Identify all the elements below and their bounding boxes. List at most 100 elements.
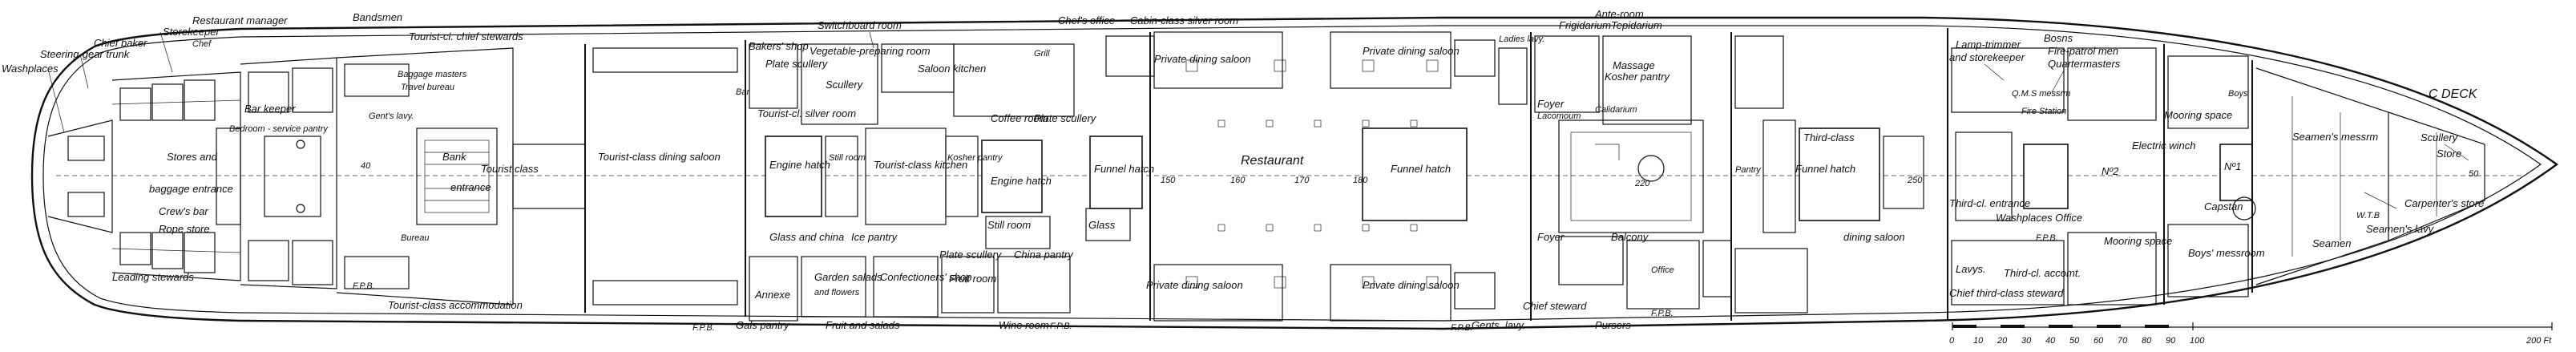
label-private-dining-saloon-2: Private dining saloon (1363, 45, 1460, 57)
label-gals-pantry: Gals pantry (736, 319, 790, 331)
label-baggage-masters: Baggage masters (398, 70, 467, 79)
label-cabin-class-silver-room: Cabin-class silver room (1130, 14, 1238, 26)
stern-section (47, 57, 337, 289)
label-restaurant: Restaurant (1241, 154, 1304, 168)
label-massage: Massage (1613, 59, 1655, 71)
label-rope-store: Rope store (159, 223, 210, 235)
label-foyer-1: Foyer (1537, 98, 1565, 110)
label-plate-scullery-2: Plate scullery (1034, 112, 1097, 124)
frame-number: 250 (1907, 176, 1923, 185)
label-stores-and: Stores and (167, 151, 218, 163)
label-pursers: Pursers (1595, 319, 1631, 331)
frame-number: 220 (1634, 179, 1650, 188)
label-and-storekeeper: and storekeeper (1949, 51, 2025, 63)
frame-number: 170 (1294, 176, 1310, 185)
scale-tick-label: 70 (2118, 336, 2128, 346)
label-no1: Nº1 (2224, 160, 2241, 172)
label-electric-winch: Electric winch (2132, 140, 2195, 152)
label-third-class: Third-class (1803, 131, 1855, 144)
label-gents-lavy: Gent's lavy. (369, 111, 414, 121)
label-china-pantry: China pantry (1014, 249, 1074, 261)
label-fruit-and-salads: Fruit and salads (826, 319, 900, 331)
label-quartermasters: Quartermasters (2048, 58, 2121, 70)
label-saloon-kitchen: Saloon kitchen (918, 63, 986, 75)
scale-tick-label: 60 (2094, 336, 2104, 346)
label-seamens-messrm: Seamen's messrm (2292, 131, 2378, 143)
label-lavys: Lavys. (1956, 263, 1986, 275)
label-scullery-2: Scullery (2421, 131, 2459, 144)
label-washplaces: Washplaces (2, 63, 59, 75)
label-no2: Nº2 (2102, 165, 2119, 177)
label-grill: Grill (1034, 49, 1050, 59)
label-wtb: W.T.B (2356, 211, 2380, 221)
label-private-dining-saloon-1: Private dining saloon (1154, 53, 1251, 65)
label-funnel-hatch: Funnel hatch (1094, 163, 1154, 175)
galley-section (749, 32, 1151, 322)
label-private-dining-saloon-3: Private dining saloon (1146, 279, 1243, 291)
scale-tick-label: 90 (2166, 336, 2176, 346)
scale-tick-label: 30 (2021, 336, 2032, 346)
label-deck: C DECK (2429, 87, 2478, 101)
label-fire-patrol-men: Fire-patrol men (2048, 45, 2118, 57)
bow-section (2163, 44, 2485, 305)
label-third-cl-entrance: Third-cl. entrance (1949, 197, 2030, 209)
hull-inner-outline (42, 25, 2542, 322)
label-bank: Bank (442, 151, 467, 163)
label-engine-hatch-2: Engine hatch (991, 175, 1052, 187)
label-chief-steward: Chief steward (1523, 300, 1587, 312)
scale-end-label: 200 Ft (2526, 336, 2552, 346)
label-fpb-2: F.P.B. (692, 323, 715, 333)
restaurant-section (1105, 31, 1528, 322)
spa-section (1530, 32, 1732, 321)
label-baggage-entrance: baggage entrance (149, 183, 233, 195)
scale-tick-label: 50 (2069, 336, 2080, 346)
label-store: Store (2437, 148, 2461, 160)
label-fpb-1: F.P.B. (353, 281, 375, 291)
label-office: Office (1651, 265, 1674, 275)
label-private-dining-saloon-4: Private dining saloon (1363, 279, 1460, 291)
label-gents-lavy-2: Gents. lavy. (1472, 319, 1526, 331)
label-fruit-room: Fruit room (949, 273, 996, 285)
label-chief-baker: Chief baker (94, 37, 147, 49)
label-switchboard-room: Switchboard room (818, 19, 902, 31)
label-fire-station: Fire Station (2021, 107, 2066, 116)
label-pantry: Pantry (1735, 165, 1762, 175)
label-leading-stewards: Leading stewards (112, 271, 194, 283)
label-bedroom-service-pantry: Bedroom - service pantry (229, 124, 329, 134)
label-fpb-3: F.P.B. (1050, 322, 1072, 331)
label-tourist-cl-silver-room: Tourist-cl. silver room (757, 107, 856, 119)
label-glass: Glass (1088, 219, 1116, 231)
label-still-room: Still room (829, 153, 866, 163)
label-washplaces-office: Washplaces Office (1996, 212, 2082, 224)
label-foyer-2: Foyer (1537, 231, 1565, 243)
label-bar-keeper: Bar keeper (244, 103, 296, 115)
label-steering-gear-trunk: Steering-gear trunk (40, 48, 131, 60)
label-engine-hatch: Engine hatch (769, 159, 830, 171)
label-plate-scullery: Plate scullery (765, 58, 829, 70)
label-lamp-trimmer: Lamp-trimmer (1956, 38, 2021, 51)
scale-tick-label: 80 (2142, 336, 2152, 346)
label-mooring-space-1: Mooring space (2164, 109, 2232, 121)
label-bosns: Bosns (2044, 32, 2073, 44)
label-chefs-office: Chef's office (1058, 14, 1115, 26)
label-tepidarium: Tepidarium (1611, 19, 1662, 31)
label-funnel-hatch-3: Funnel hatch (1795, 163, 1855, 175)
label-ante-room: Ante-room (1594, 8, 1644, 20)
label-scullery: Scullery (826, 79, 864, 91)
frame-number: 150 (1161, 176, 1176, 185)
label-travel-bureau: Travel bureau (401, 83, 454, 92)
label-frigidarium: Frigidarium (1559, 19, 1611, 31)
leader-lines (47, 31, 2469, 209)
frame-number: 50 (2469, 169, 2479, 179)
scale-tick-label: 0 (1949, 336, 1955, 346)
label-fpb-4: F.P.B. (1451, 323, 1473, 333)
tourist-class-section (336, 40, 746, 317)
label-qms-messrm: Q.M.S messrm (2012, 89, 2070, 99)
label-tourist-cl-chief-stewards: Tourist-cl. chief stewards (409, 30, 523, 42)
label-tourist-class-kitchen: Tourist-class kitchen (874, 159, 967, 171)
label-storekeeper: Storekeeper (163, 26, 220, 38)
frame-numbers: 40 150 160 170 180 220 250 50 (361, 161, 2479, 188)
label-plate-scullery-3: Plate scullery (939, 249, 1003, 261)
label-entrance: entrance (450, 181, 491, 193)
